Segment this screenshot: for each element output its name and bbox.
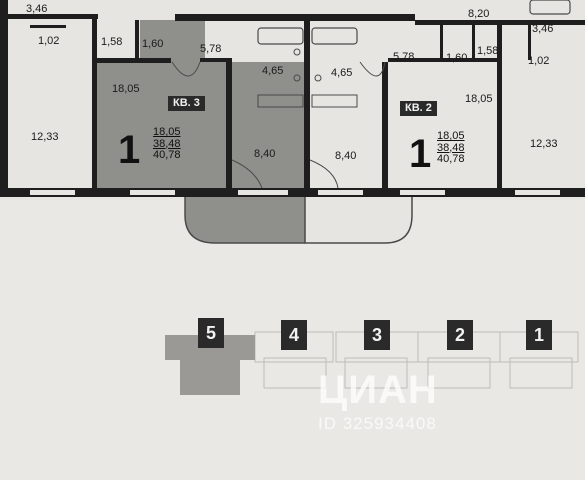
room-label-bath-right: 4,65 — [331, 67, 353, 79]
room-label-top-10: 1,58 — [477, 45, 499, 57]
bathtub-right — [311, 27, 358, 45]
apartment-2-areas: 18,05 38,48 40,78 — [437, 130, 465, 166]
wall-h-left-small — [30, 25, 66, 28]
wall-v3 — [304, 20, 310, 190]
section-number-3: 3 — [364, 320, 390, 350]
room-label-top-9: 1,60 — [446, 52, 468, 64]
room-label-kitchen-left: 8,40 — [254, 148, 276, 160]
room-label-kitchen-right: 8,40 — [335, 150, 357, 162]
wall-v-small-1 — [135, 20, 139, 60]
room-label-left-apt-room: 18,05 — [112, 83, 140, 95]
room-label-top-7: 3,46 — [532, 23, 554, 35]
bathtub-left — [257, 27, 304, 45]
wall-top-mid — [175, 14, 415, 21]
room-label-bath-left: 4,65 — [262, 65, 284, 77]
balcony-right — [304, 195, 413, 244]
room-label-top-6: 8,20 — [468, 8, 490, 20]
section-number-5: 5 — [198, 318, 224, 348]
balcony-left — [184, 195, 305, 244]
wall-v-small-2 — [440, 22, 443, 60]
cian-watermark: ЦИАН ID 325934408 — [318, 370, 558, 434]
room-label-right-apt-room: 18,05 — [465, 93, 493, 105]
wall-v-small-3 — [472, 22, 475, 60]
outer-wall-bottom — [0, 188, 585, 197]
room-label-right-big: 12,33 — [530, 138, 558, 150]
highlighted-apartment-3 — [96, 62, 232, 188]
room-label-top-8: 1,02 — [528, 55, 550, 67]
highlighted-apartment-3-kitchen — [232, 62, 305, 188]
section-number-4: 4 — [281, 320, 307, 350]
wall-v4 — [382, 62, 388, 190]
apartment-3-room-count: 1 — [118, 128, 141, 172]
listing-id: ID 325934408 — [318, 414, 437, 433]
wall-v1 — [92, 18, 97, 190]
cian-logo: ЦИАН — [318, 368, 438, 412]
room-label-top-2: 1,02 — [38, 35, 60, 47]
room-label-top-5: 5,78 — [200, 43, 222, 55]
section-number-1: 1 — [526, 320, 552, 350]
apartment-3-area-with-balcony: 40,78 — [153, 149, 181, 162]
apartment-2-total-area: 38,48 — [437, 141, 465, 154]
apartment-2-badge: КВ. 2 — [400, 101, 437, 116]
apartment-2-area-with-balcony: 40,78 — [437, 153, 465, 166]
wall-v-small-4 — [528, 22, 531, 60]
outer-wall-left — [0, 0, 8, 197]
wall-v2 — [226, 62, 232, 190]
room-label-left-big: 12,33 — [31, 131, 59, 143]
bathtub-right-top — [529, 0, 571, 15]
key-plan-highlighted-section — [165, 335, 255, 395]
apartment-3-badge: КВ. 3 — [168, 96, 205, 111]
room-label-top-11: 5,78 — [393, 51, 415, 63]
apartment-3-areas: 18,05 38,48 40,78 — [153, 126, 181, 162]
highlighted-apartment-3-upper — [140, 20, 205, 62]
room-label-top-1: 3,46 — [26, 3, 48, 15]
wall-top-left — [8, 14, 98, 19]
room-label-top-3: 1,58 — [101, 36, 123, 48]
section-number-2: 2 — [447, 320, 473, 350]
apartment-2-living-area: 18,05 — [437, 130, 465, 142]
highlighted-balcony — [185, 195, 305, 243]
apartment-3-total-area: 38,48 — [153, 137, 181, 150]
wall-v5 — [497, 20, 502, 190]
apartment-2-room-count: 1 — [409, 132, 432, 176]
room-label-top-4: 1,60 — [142, 38, 164, 50]
wall-h1 — [96, 58, 171, 63]
apartment-3-living-area: 18,05 — [153, 126, 181, 138]
wall-h2 — [200, 58, 232, 62]
